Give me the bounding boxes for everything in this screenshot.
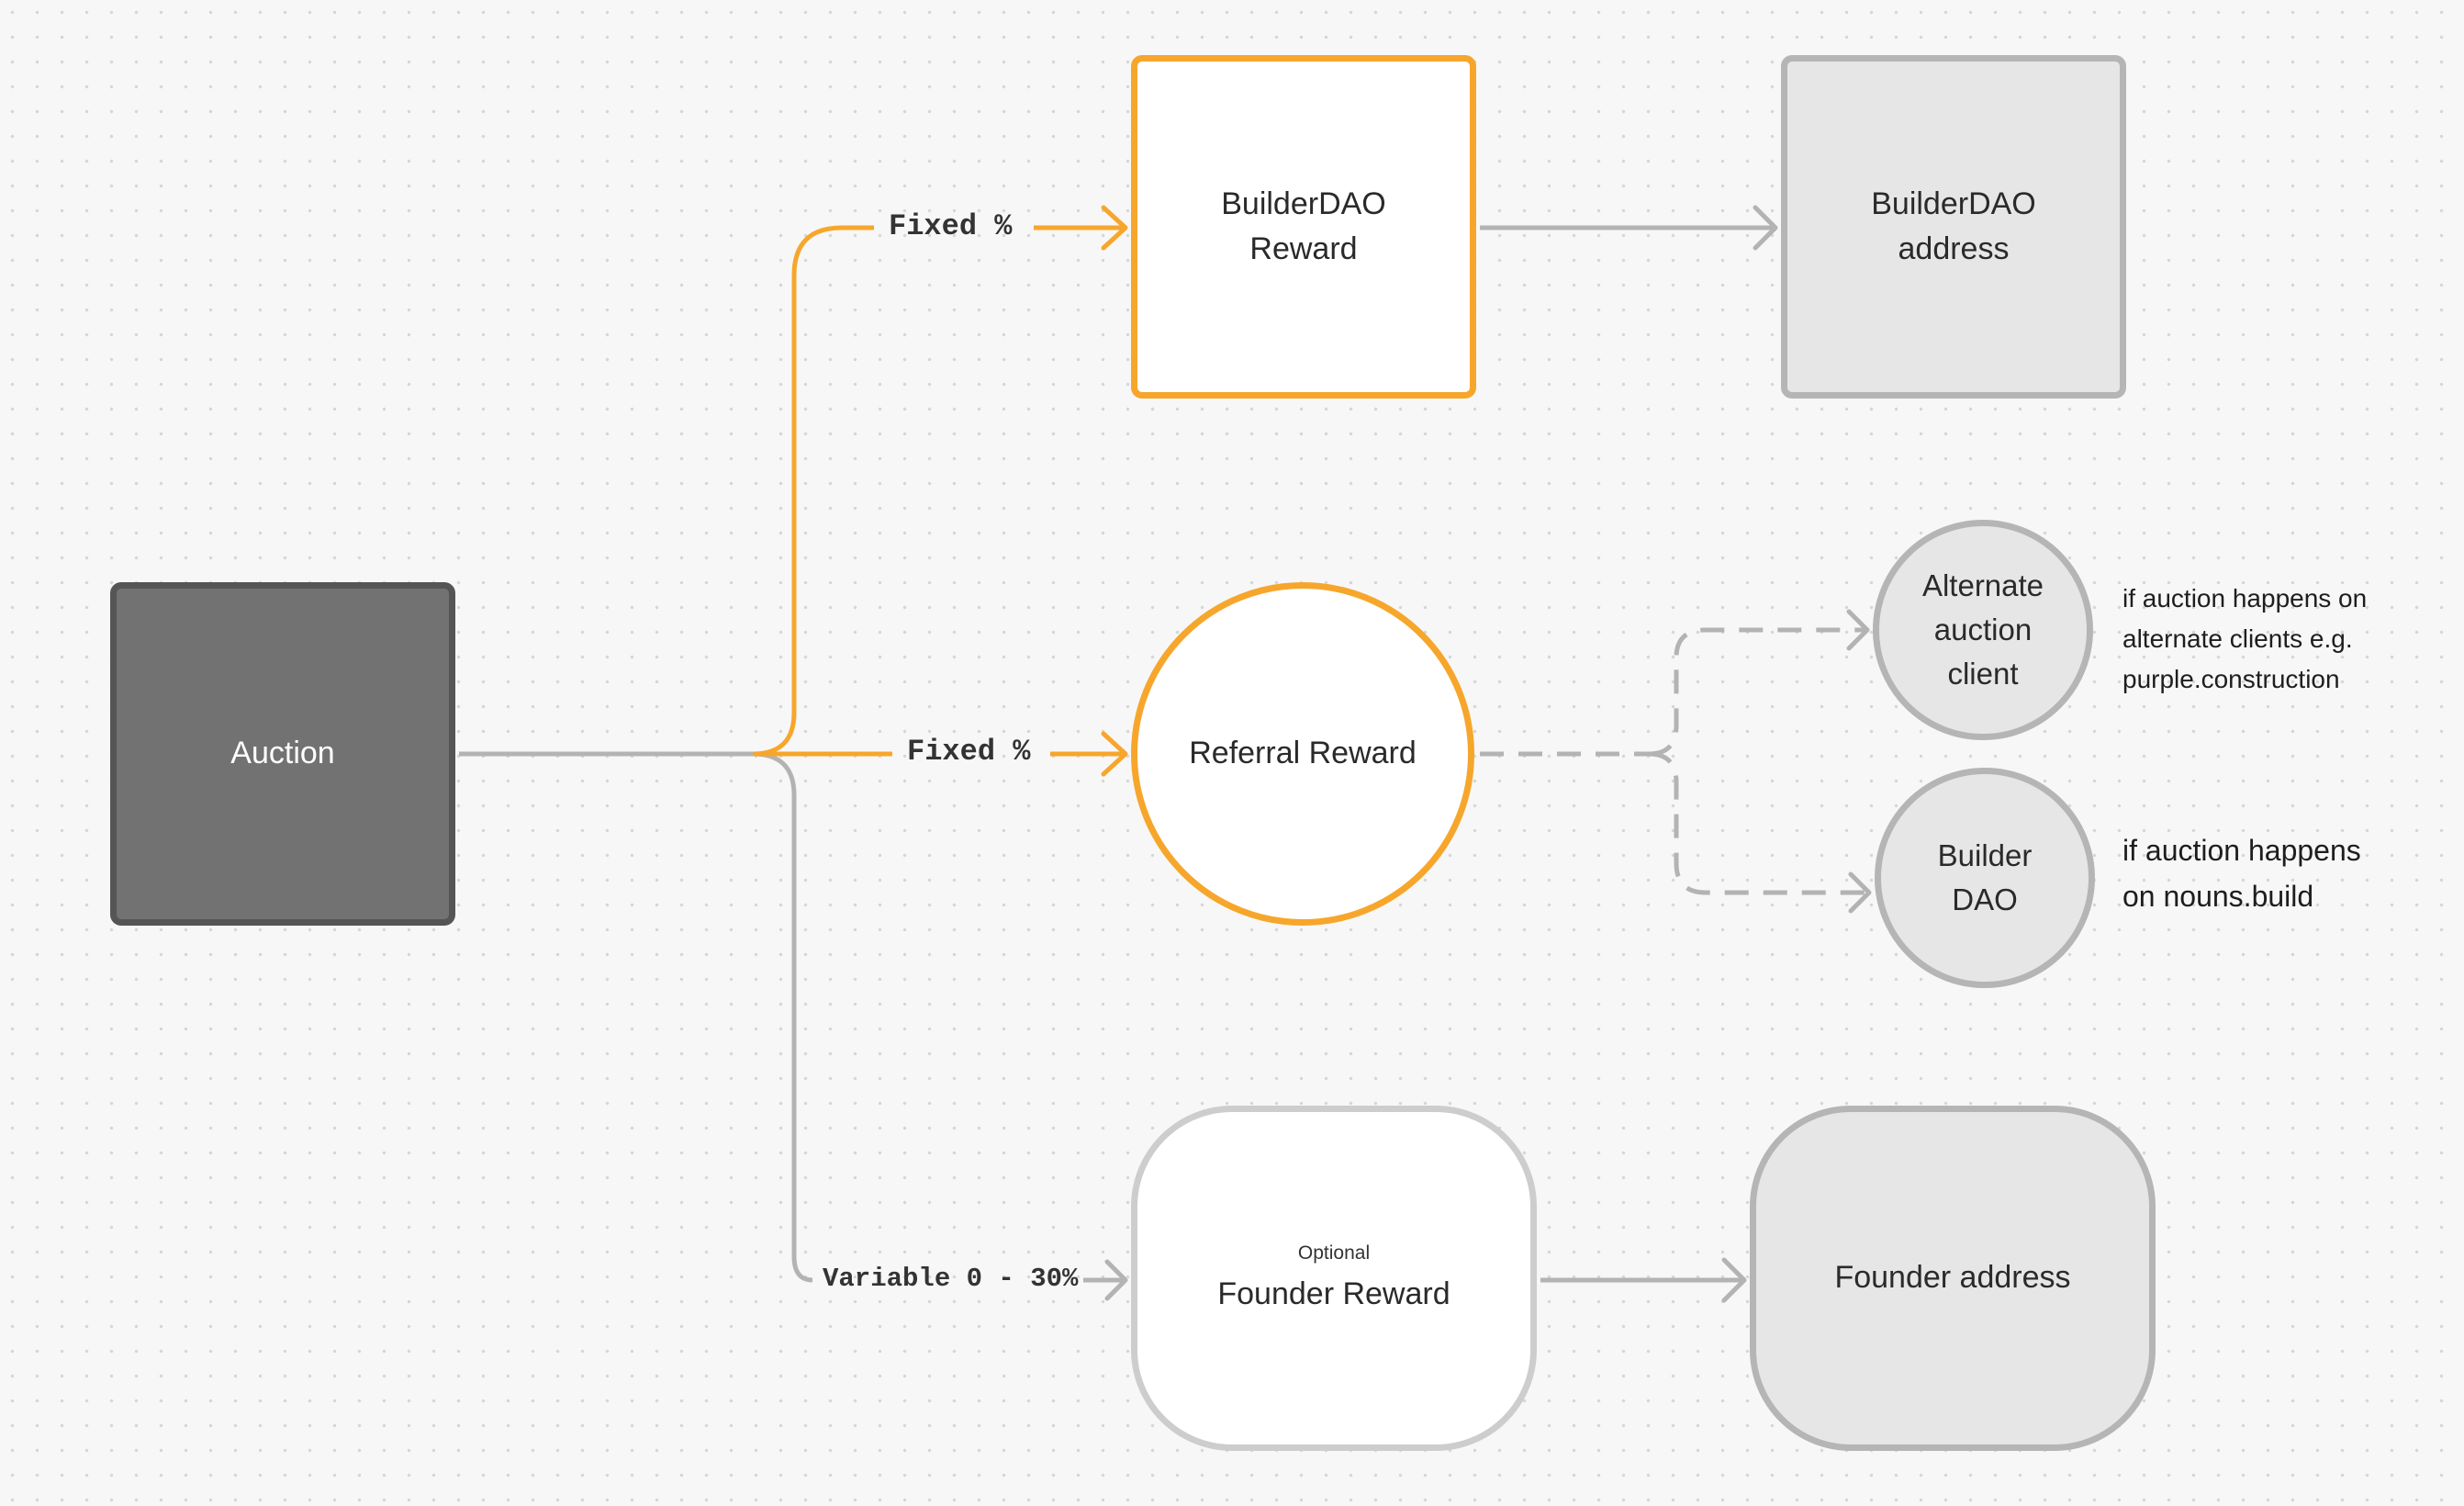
builder-dao-node[interactable]: Builder DAO bbox=[1875, 768, 2095, 988]
auction-node[interactable]: Auction bbox=[110, 582, 455, 926]
builder-dao-label: Builder DAO bbox=[1937, 838, 2033, 916]
variable-arrowhead bbox=[1104, 1259, 1128, 1301]
builderdao-reward-label: BuilderDAO Reward bbox=[1221, 185, 1386, 266]
alternate-client-note: if auction happens on alternate clients … bbox=[2122, 584, 2368, 694]
referral-reward-node[interactable]: Referral Reward bbox=[1131, 582, 1474, 926]
referral-to-builder-connector bbox=[1648, 751, 1869, 895]
builderdao-address-label: BuilderDAO address bbox=[1871, 185, 2036, 266]
builderdao-address-node[interactable]: BuilderDAO address bbox=[1781, 55, 2126, 399]
fixed-mid-edge-label: Fixed % bbox=[907, 735, 1031, 769]
variable-edge-label: Variable 0 - 30% bbox=[823, 1264, 1079, 1294]
alternate-auction-client-label: Alternate auction client bbox=[1921, 568, 2044, 691]
referral-to-builder-arrowhead bbox=[1848, 871, 1872, 914]
auction-label: Auction bbox=[230, 736, 335, 771]
founder-address-node[interactable]: Founder address bbox=[1750, 1106, 2156, 1451]
fixed-top-connector bbox=[752, 225, 874, 757]
variable-connector bbox=[752, 751, 813, 1283]
builderdao-payout-arrowhead bbox=[1753, 205, 1778, 251]
fixed-top-edge-label: Fixed % bbox=[889, 209, 1013, 243]
founder-address-label: Founder address bbox=[1834, 1260, 2071, 1296]
founder-reward-optional-label: Optional bbox=[1297, 1242, 1371, 1264]
fixed-top-arrowhead bbox=[1101, 205, 1128, 251]
builderdao-reward-node[interactable]: BuilderDAO Reward bbox=[1131, 55, 1476, 399]
referral-to-alternate-arrowhead bbox=[1846, 609, 1870, 651]
founder-reward-node[interactable]: Optional Founder Reward bbox=[1131, 1106, 1537, 1451]
founder-payout-arrowhead bbox=[1721, 1257, 1747, 1303]
builder-dao-note: if auction happens on nouns.build bbox=[2122, 834, 2361, 913]
fixed-mid-arrowhead bbox=[1101, 731, 1128, 777]
founder-reward-label: Founder Reward bbox=[1217, 1276, 1450, 1311]
alternate-auction-client-node[interactable]: Alternate auction client bbox=[1873, 520, 2093, 740]
referral-to-alternate-connector bbox=[1648, 627, 1867, 757]
referral-reward-label: Referral Reward bbox=[1189, 736, 1417, 771]
